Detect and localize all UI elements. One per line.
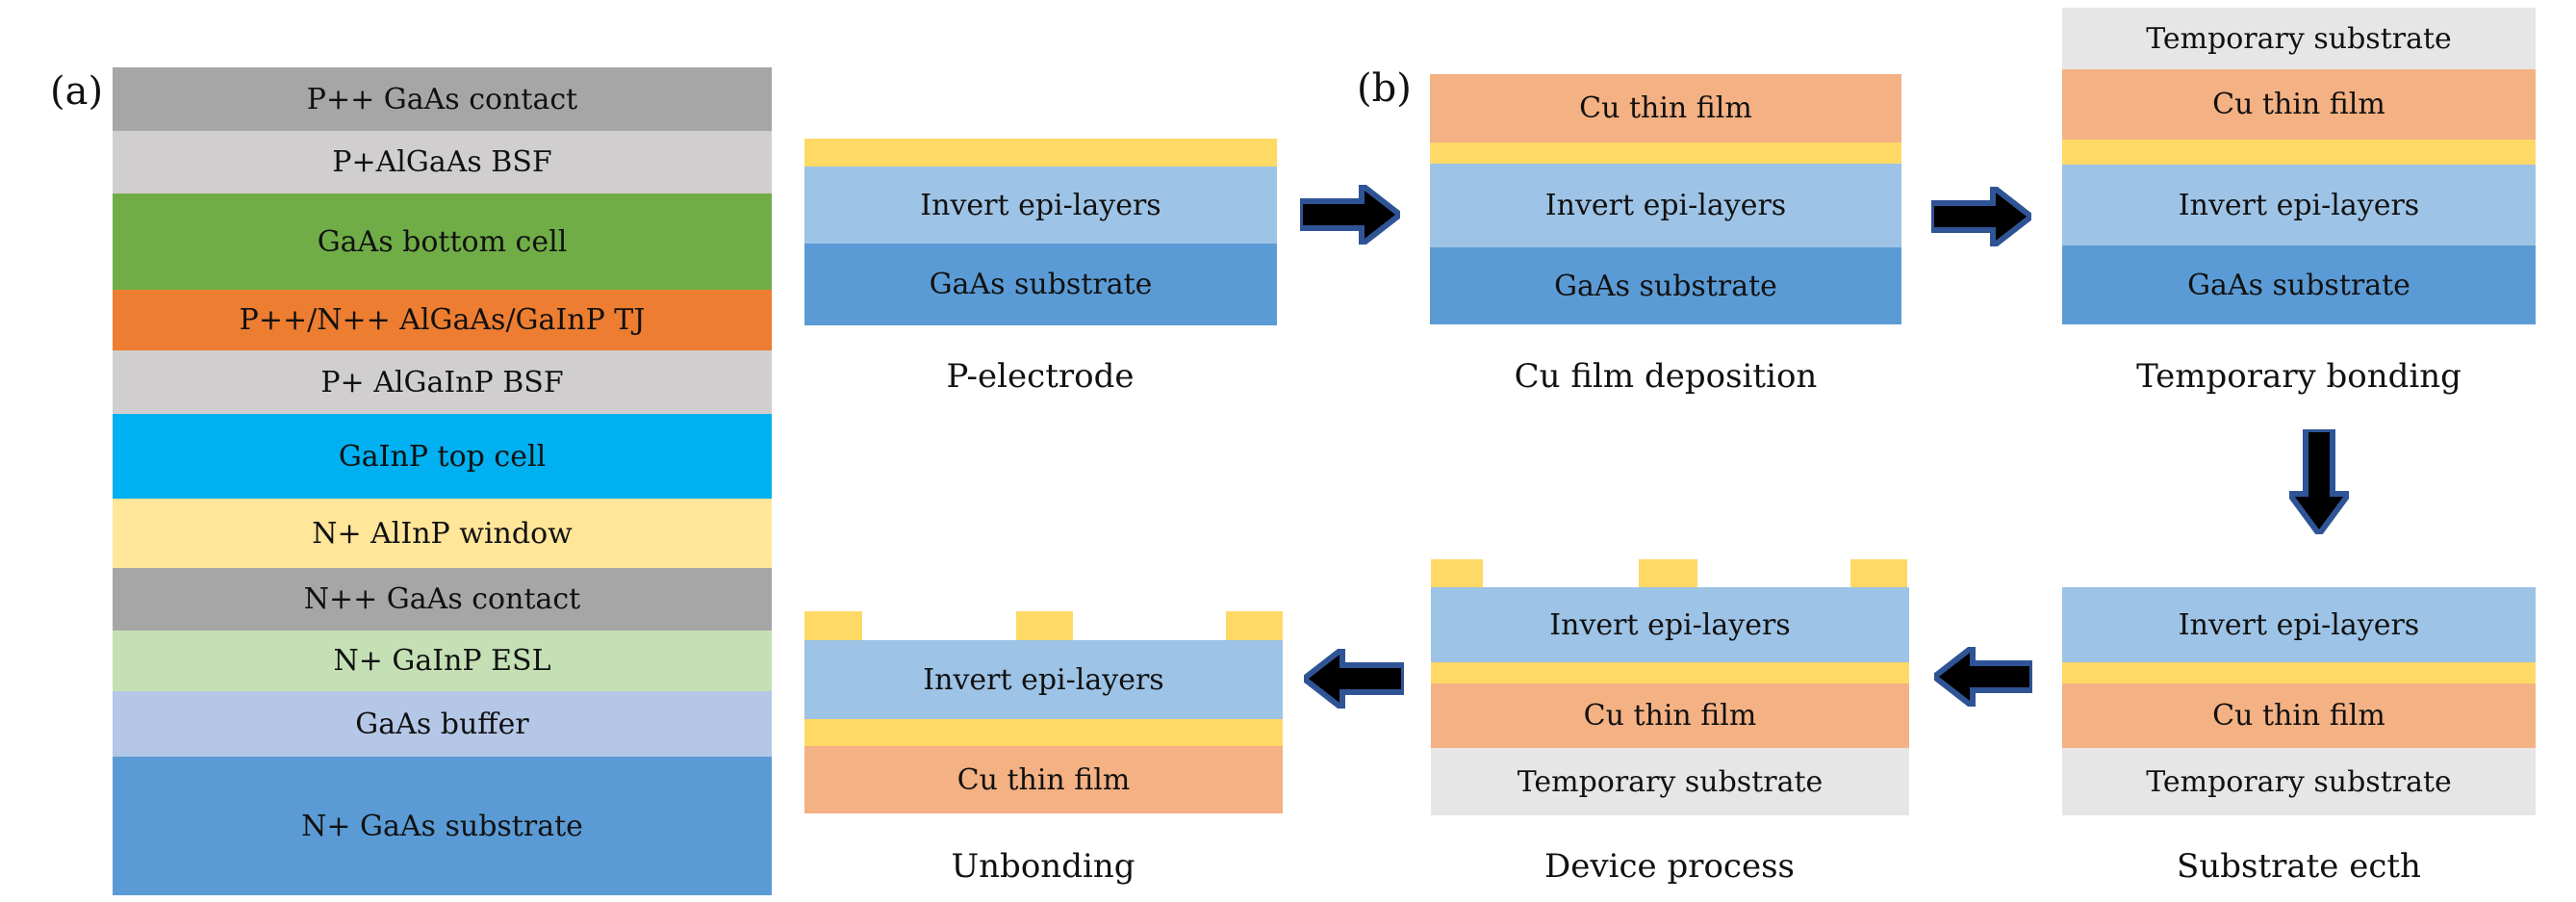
p-electrode-layer-invert-epi-layers: Invert epi-layers [804,167,1277,244]
layer-label: GaInP top cell [338,439,547,474]
unbonding-electrode-3 [1226,611,1283,640]
unbonding-layer-invert-epi-layers: Invert epi-layers [804,640,1283,719]
panel-b-label: (b) [1357,66,1412,111]
layer-n-plus-gaas-substrate: N+ GaAs substrate [113,757,772,895]
layer-label: N++ GaAs contact [303,582,581,616]
cu-film-deposition-caption: Cu film deposition [1514,357,1818,396]
p-electrode-layer-gaas-substrate: GaAs substrate [804,244,1277,325]
arrow-down-1-glyph [2289,429,2349,534]
layer-label: P++ GaAs contact [306,82,578,116]
device-process-layer-temporary-substrate: Temporary substrate [1431,748,1909,815]
layer-gaas-buffer: GaAs buffer [113,691,772,757]
layer-label: Invert epi-layers [1544,189,1787,222]
device-process-electrode-1 [1431,559,1483,587]
arrow-right-1 [1300,185,1400,245]
substrate-ecth-layer-temporary-substrate: Temporary substrate [2062,748,2536,815]
arrow-right-2-glyph [1931,187,2031,246]
p-electrode-layer-p-electrode-metal [804,139,1277,167]
temporary-bonding-caption: Temporary bonding [2136,357,2461,396]
layer-label: Invert epi-layers [923,662,1164,697]
device-process-layer-invert-epi-layers: Invert epi-layers [1431,587,1909,662]
layer-p-plus-plus-gaas-contact: P++ GaAs contact [113,67,772,131]
temporary-bonding-layer-cu-thin-film: Cu thin film [2062,69,2536,140]
temporary-bonding-layer-temporary-substrate: Temporary substrate [2062,8,2536,69]
arrow-right-2 [1931,187,2031,246]
device-process-layer-cu-thin-film: Cu thin film [1431,683,1909,748]
cu-film-deposition-layer-cu-thin-film: Cu thin film [1430,74,1901,142]
cu-film-deposition-layer-invert-epi-layers: Invert epi-layers [1430,164,1901,247]
layer-p-plus-algainp-bsf: P+ AlGaInP BSF [113,350,772,414]
panel-a-label: (a) [50,69,104,114]
device-process-caption: Device process [1544,847,1795,886]
layer-label: Cu thin film [2212,88,2385,121]
layer-gaas-bottom-cell: GaAs bottom cell [113,193,772,290]
arrow-down-1 [2289,429,2349,534]
substrate-ecth-layer-invert-epi-layers: Invert epi-layers [2062,587,2536,662]
arrow-left-2-glyph [1304,649,1404,709]
layer-label: Temporary substrate [2146,764,2452,799]
layer-label: GaAs buffer [355,707,529,741]
layer-label: Cu thin film [2212,699,2385,733]
device-process-layer-p-electrode-metal [1431,662,1909,683]
layer-label: Invert epi-layers [1549,607,1791,642]
layer-label: Cu thin film [1583,699,1757,733]
cu-film-deposition-layer-gaas-substrate: GaAs substrate [1430,247,1901,324]
layer-p-plus-algaas-bsf: P+AlGaAs BSF [113,131,772,193]
device-process-electrode-2 [1639,559,1697,587]
layer-label: Cu thin film [1579,91,1752,125]
device-process-electrode-3 [1850,559,1907,587]
layer-gainp-top-cell: GaInP top cell [113,414,772,499]
unbonding-layer-cu-thin-film: Cu thin film [804,746,1283,813]
layer-label: P+ AlGaInP BSF [320,365,564,399]
unbonding-caption: Unbonding [951,847,1135,886]
layer-label: GaAs substrate [2187,268,2410,302]
layer-label: N+ GaInP ESL [333,644,551,678]
layer-label: Invert epi-layers [920,188,1161,222]
layer-label: Invert epi-layers [2178,607,2420,642]
unbonding-electrode-2 [1016,611,1073,640]
layer-label: GaAs substrate [929,268,1153,301]
layer-label: Cu thin film [956,762,1131,797]
arrow-left-1-glyph [1934,647,2032,707]
layer-n-plus-gainp-esl: N+ GaInP ESL [113,631,772,691]
layer-label: N+ GaAs substrate [301,809,583,843]
layer-n-plus-alinp-window: N+ AlInP window [113,499,772,568]
layer-label: Temporary substrate [1517,764,1824,799]
layer-label: N+ AlInP window [312,516,573,551]
temporary-bonding-layer-gaas-substrate: GaAs substrate [2062,245,2536,324]
arrow-left-1 [1934,647,2032,707]
arrow-right-1-glyph [1300,185,1400,245]
unbonding-layer-p-electrode-metal [804,719,1283,746]
layer-label: GaAs bottom cell [317,224,568,259]
unbonding-electrode-1 [804,611,862,640]
temporary-bonding-layer-p-electrode-metal [2062,140,2536,165]
layer-label: P+AlGaAs BSF [332,145,552,179]
layer-algaas-gainp-tunnel-junction: P++/N++ AlGaAs/GaInP TJ [113,290,772,350]
temporary-bonding-layer-invert-epi-layers: Invert epi-layers [2062,165,2536,245]
substrate-ecth-caption: Substrate ecth [2177,847,2421,886]
p-electrode-caption: P-electrode [946,357,1135,396]
cu-film-deposition-layer-p-electrode-metal [1430,142,1901,164]
arrow-left-2 [1304,649,1404,709]
layer-label: P++/N++ AlGaAs/GaInP TJ [239,303,646,337]
layer-label: Temporary substrate [2146,21,2452,56]
layer-n-plus-plus-gaas-contact: N++ GaAs contact [113,568,772,631]
layer-label: Invert epi-layers [2178,188,2420,222]
layer-label: GaAs substrate [1554,269,1777,303]
substrate-ecth-layer-p-electrode-metal [2062,662,2536,683]
substrate-ecth-layer-cu-thin-film: Cu thin film [2062,683,2536,748]
